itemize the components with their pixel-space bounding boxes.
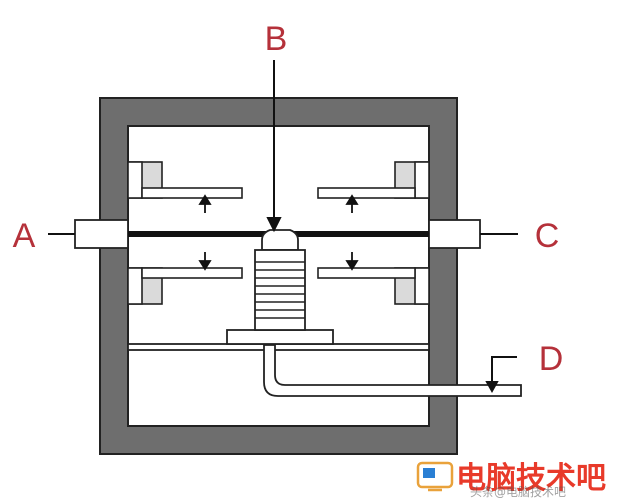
bracket-upper-left — [127, 161, 243, 199]
label-a: A — [13, 217, 36, 255]
port-left — [74, 219, 129, 249]
label-d: D — [539, 340, 564, 378]
bracket-lower-right — [317, 267, 430, 305]
deflection-arrows — [198, 194, 359, 271]
capillary-tube — [263, 344, 522, 397]
monitor-logo-icon — [416, 461, 454, 492]
label-b: B — [265, 20, 288, 58]
bracket-lower-left — [127, 267, 243, 305]
pointer-lines — [48, 60, 518, 394]
watermark-subtext: 头条@电脑技术吧 — [470, 485, 566, 499]
label-c: C — [535, 217, 560, 255]
bracket-upper-right — [317, 161, 430, 199]
watermark-text: 电脑技术吧 — [456, 461, 606, 496]
watermark: 电脑技术吧 头条@电脑技术吧 — [416, 461, 606, 499]
bellows — [254, 229, 306, 331]
port-right — [428, 219, 481, 249]
